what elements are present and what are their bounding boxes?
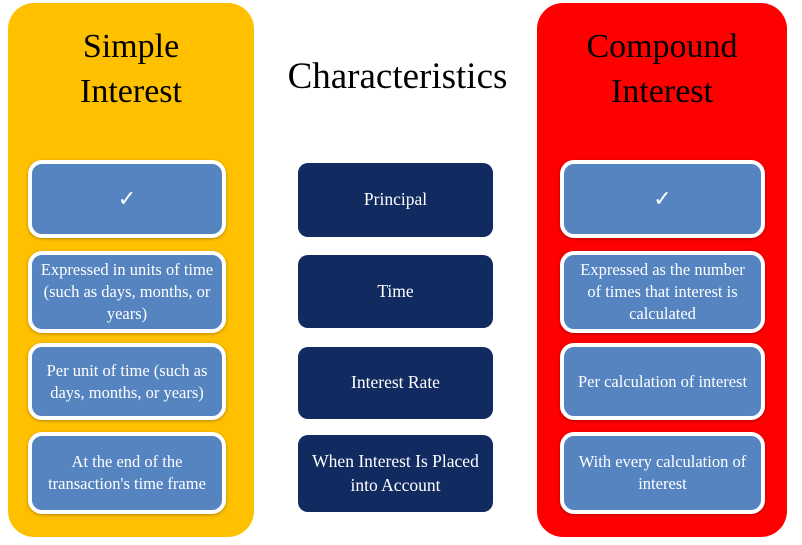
compound-interest-panel: Compound Interest ✓ Expressed as the num… [537, 3, 787, 537]
simple-rate-per-unit-box: Per unit of time (such as days, months, … [28, 343, 226, 420]
characteristic-interest-placed-box: When Interest Is Placed into Account [298, 435, 493, 512]
compound-check-box: ✓ [560, 160, 765, 238]
compound-interest-title: Compound Interest [537, 25, 787, 115]
simple-interest-panel: Simple Interest ✓ Expressed in units of … [8, 3, 254, 537]
simple-interest-placed-box: At the end of the transaction's time fra… [28, 432, 226, 514]
simple-interest-title: Simple Interest [8, 25, 254, 115]
characteristic-time-box: Time [298, 255, 493, 328]
compound-interest-placed-box: With every calculation of interest [560, 432, 765, 514]
simple-time-units-box: Expressed in units of time (such as days… [28, 251, 226, 333]
characteristic-interest-rate-box: Interest Rate [298, 347, 493, 419]
compound-rate-per-unit-box: Per calculation of interest [560, 343, 765, 420]
simple-check-box: ✓ [28, 160, 226, 238]
characteristics-column: Characteristics Principal Time Interest … [260, 3, 535, 537]
checkmark-icon: ✓ [117, 186, 137, 211]
characteristics-title: Characteristics [287, 56, 508, 97]
characteristic-principal-box: Principal [298, 163, 493, 237]
simple-interest-title-text: Simple Interest [80, 28, 182, 110]
compound-time-units-box: Expressed as the number of times that in… [560, 251, 765, 333]
checkmark-icon: ✓ [653, 186, 672, 211]
compound-interest-title-text: Compound Interest [586, 28, 738, 110]
